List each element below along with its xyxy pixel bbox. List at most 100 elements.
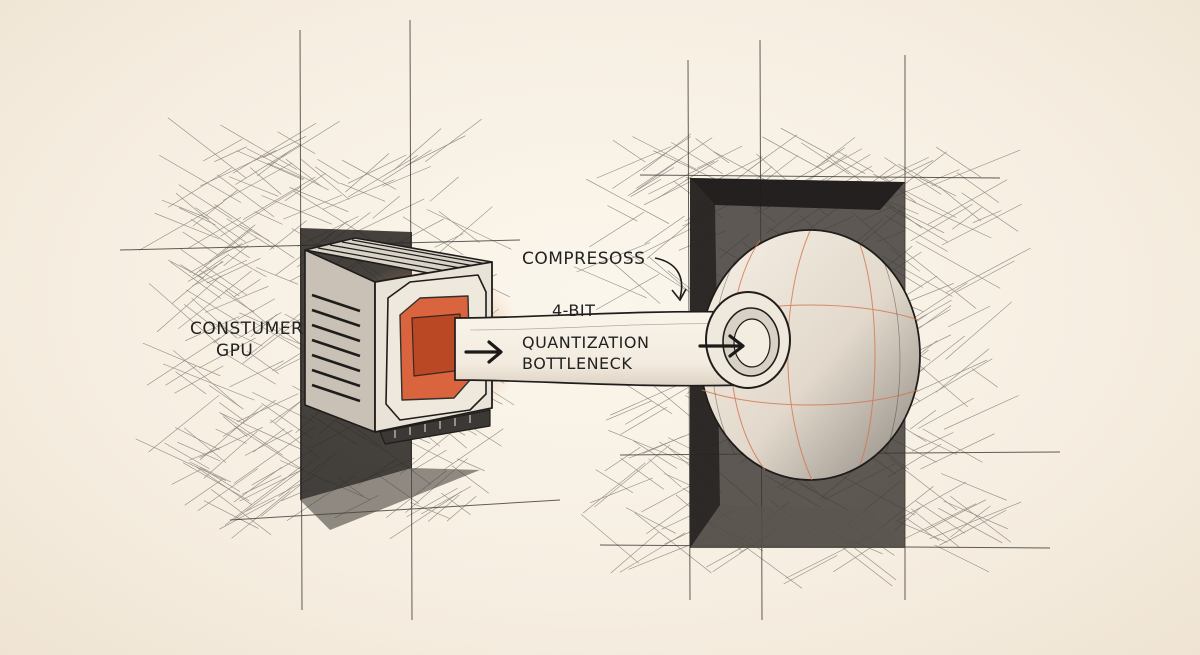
hatch-stroke <box>200 466 241 492</box>
hatch-stroke <box>223 416 248 438</box>
hatch-stroke <box>696 145 743 169</box>
hatch-stroke <box>322 179 395 210</box>
hatch-stroke <box>595 273 660 310</box>
hatch-stroke <box>642 435 684 454</box>
hatch-stroke <box>918 397 974 429</box>
hatch-stroke <box>931 149 1021 186</box>
hatch-stroke <box>184 316 240 342</box>
hatch-stroke <box>887 160 934 183</box>
hatch-stroke <box>620 458 664 490</box>
hatch-stroke <box>167 117 247 179</box>
hatch-stroke <box>267 162 305 180</box>
hatch-stroke <box>197 468 258 512</box>
hatch-stroke <box>608 430 698 467</box>
hatch-stroke <box>237 298 275 320</box>
hatch-stroke <box>234 461 313 520</box>
hatch-stroke <box>148 394 220 453</box>
hatch-stroke <box>406 487 458 518</box>
hatch-stroke <box>801 142 850 175</box>
hatch-stroke <box>214 204 295 259</box>
hatch-stroke <box>456 458 485 472</box>
hatch-stroke <box>610 531 660 574</box>
hatch-stroke <box>213 324 239 344</box>
hatch-stroke <box>924 499 987 532</box>
hatch-stroke <box>174 365 224 394</box>
hatch-stroke <box>826 155 865 183</box>
hatch-stroke <box>198 337 256 369</box>
hatch-stroke <box>634 512 712 574</box>
hatch-stroke <box>410 502 450 519</box>
hatch-stroke <box>904 503 977 540</box>
hatch-stroke <box>429 176 459 202</box>
bottleneck-label-line2: BOTTLENECK <box>522 354 632 373</box>
hatch-stroke <box>342 159 397 190</box>
hatch-stroke <box>192 229 252 277</box>
hatch-stroke <box>441 492 471 515</box>
hatch-stroke <box>762 136 824 171</box>
hatch-stroke <box>915 241 1001 289</box>
hatch-stroke <box>956 260 1015 293</box>
hatch-stroke <box>199 405 263 461</box>
hatch-stroke <box>589 211 645 248</box>
hatch-stroke <box>612 139 646 163</box>
hatch-stroke <box>261 195 333 225</box>
hatch-stroke <box>284 172 326 202</box>
hatch-stroke <box>919 177 957 197</box>
flow-arrow-1 <box>464 340 503 364</box>
hatch-stroke <box>189 461 232 483</box>
hatch-stroke <box>644 215 685 245</box>
hatch-stroke <box>952 207 982 230</box>
hatch-stroke <box>244 429 293 456</box>
hatch-stroke <box>235 144 301 185</box>
hatch-stroke <box>219 412 283 456</box>
hatch-stroke <box>428 494 460 522</box>
hatch-stroke <box>168 167 232 208</box>
hatch-stroke <box>167 259 204 279</box>
hatch-stroke <box>920 433 995 470</box>
hatch-stroke <box>911 432 954 452</box>
hatch-stroke <box>607 205 638 222</box>
hatch-stroke <box>610 260 661 304</box>
hatch-stroke <box>222 399 277 437</box>
hatch-stroke <box>173 350 241 408</box>
hatch-stroke <box>630 179 662 198</box>
hatch-stroke <box>943 395 1019 430</box>
hatch-stroke <box>783 555 838 585</box>
hatch-stroke <box>646 502 691 534</box>
hatch-stroke <box>183 427 227 464</box>
hatch-stroke <box>317 159 350 179</box>
hatch-stroke <box>301 159 350 200</box>
hatch-stroke <box>625 386 689 425</box>
bits-label: 4-BIT <box>552 301 595 320</box>
hatch-stroke <box>671 142 723 174</box>
hatch-stroke <box>620 406 668 435</box>
hatch-stroke <box>216 174 275 217</box>
hatch-stroke <box>148 283 221 347</box>
hatch-stroke <box>233 279 261 298</box>
hatch-stroke <box>245 305 311 359</box>
hatch-stroke <box>873 173 957 218</box>
compress-pointer <box>654 257 683 299</box>
hatch-stroke <box>648 160 715 195</box>
hatch-stroke <box>345 153 390 193</box>
hatch-stroke <box>220 124 297 170</box>
hatch-stroke <box>184 304 217 330</box>
hatch-stroke <box>429 206 493 262</box>
hatch-stroke <box>239 468 304 502</box>
hatch-stroke <box>884 157 942 195</box>
hatch-stroke <box>177 441 221 462</box>
hatch-stroke <box>938 186 982 222</box>
hatch-stroke <box>897 520 948 543</box>
hatch-stroke <box>648 458 682 488</box>
hatch-stroke <box>347 155 419 198</box>
gpu-label-line2: GPU <box>216 341 253 361</box>
hatch-stroke <box>938 507 1003 544</box>
hatch-stroke <box>225 289 284 338</box>
hatch-stroke <box>161 199 210 219</box>
hatch-stroke <box>604 447 641 472</box>
hatch-stroke <box>653 150 716 180</box>
hatch-stroke <box>595 469 634 494</box>
hatch-stroke <box>228 255 267 278</box>
hatch-stroke <box>206 258 261 284</box>
